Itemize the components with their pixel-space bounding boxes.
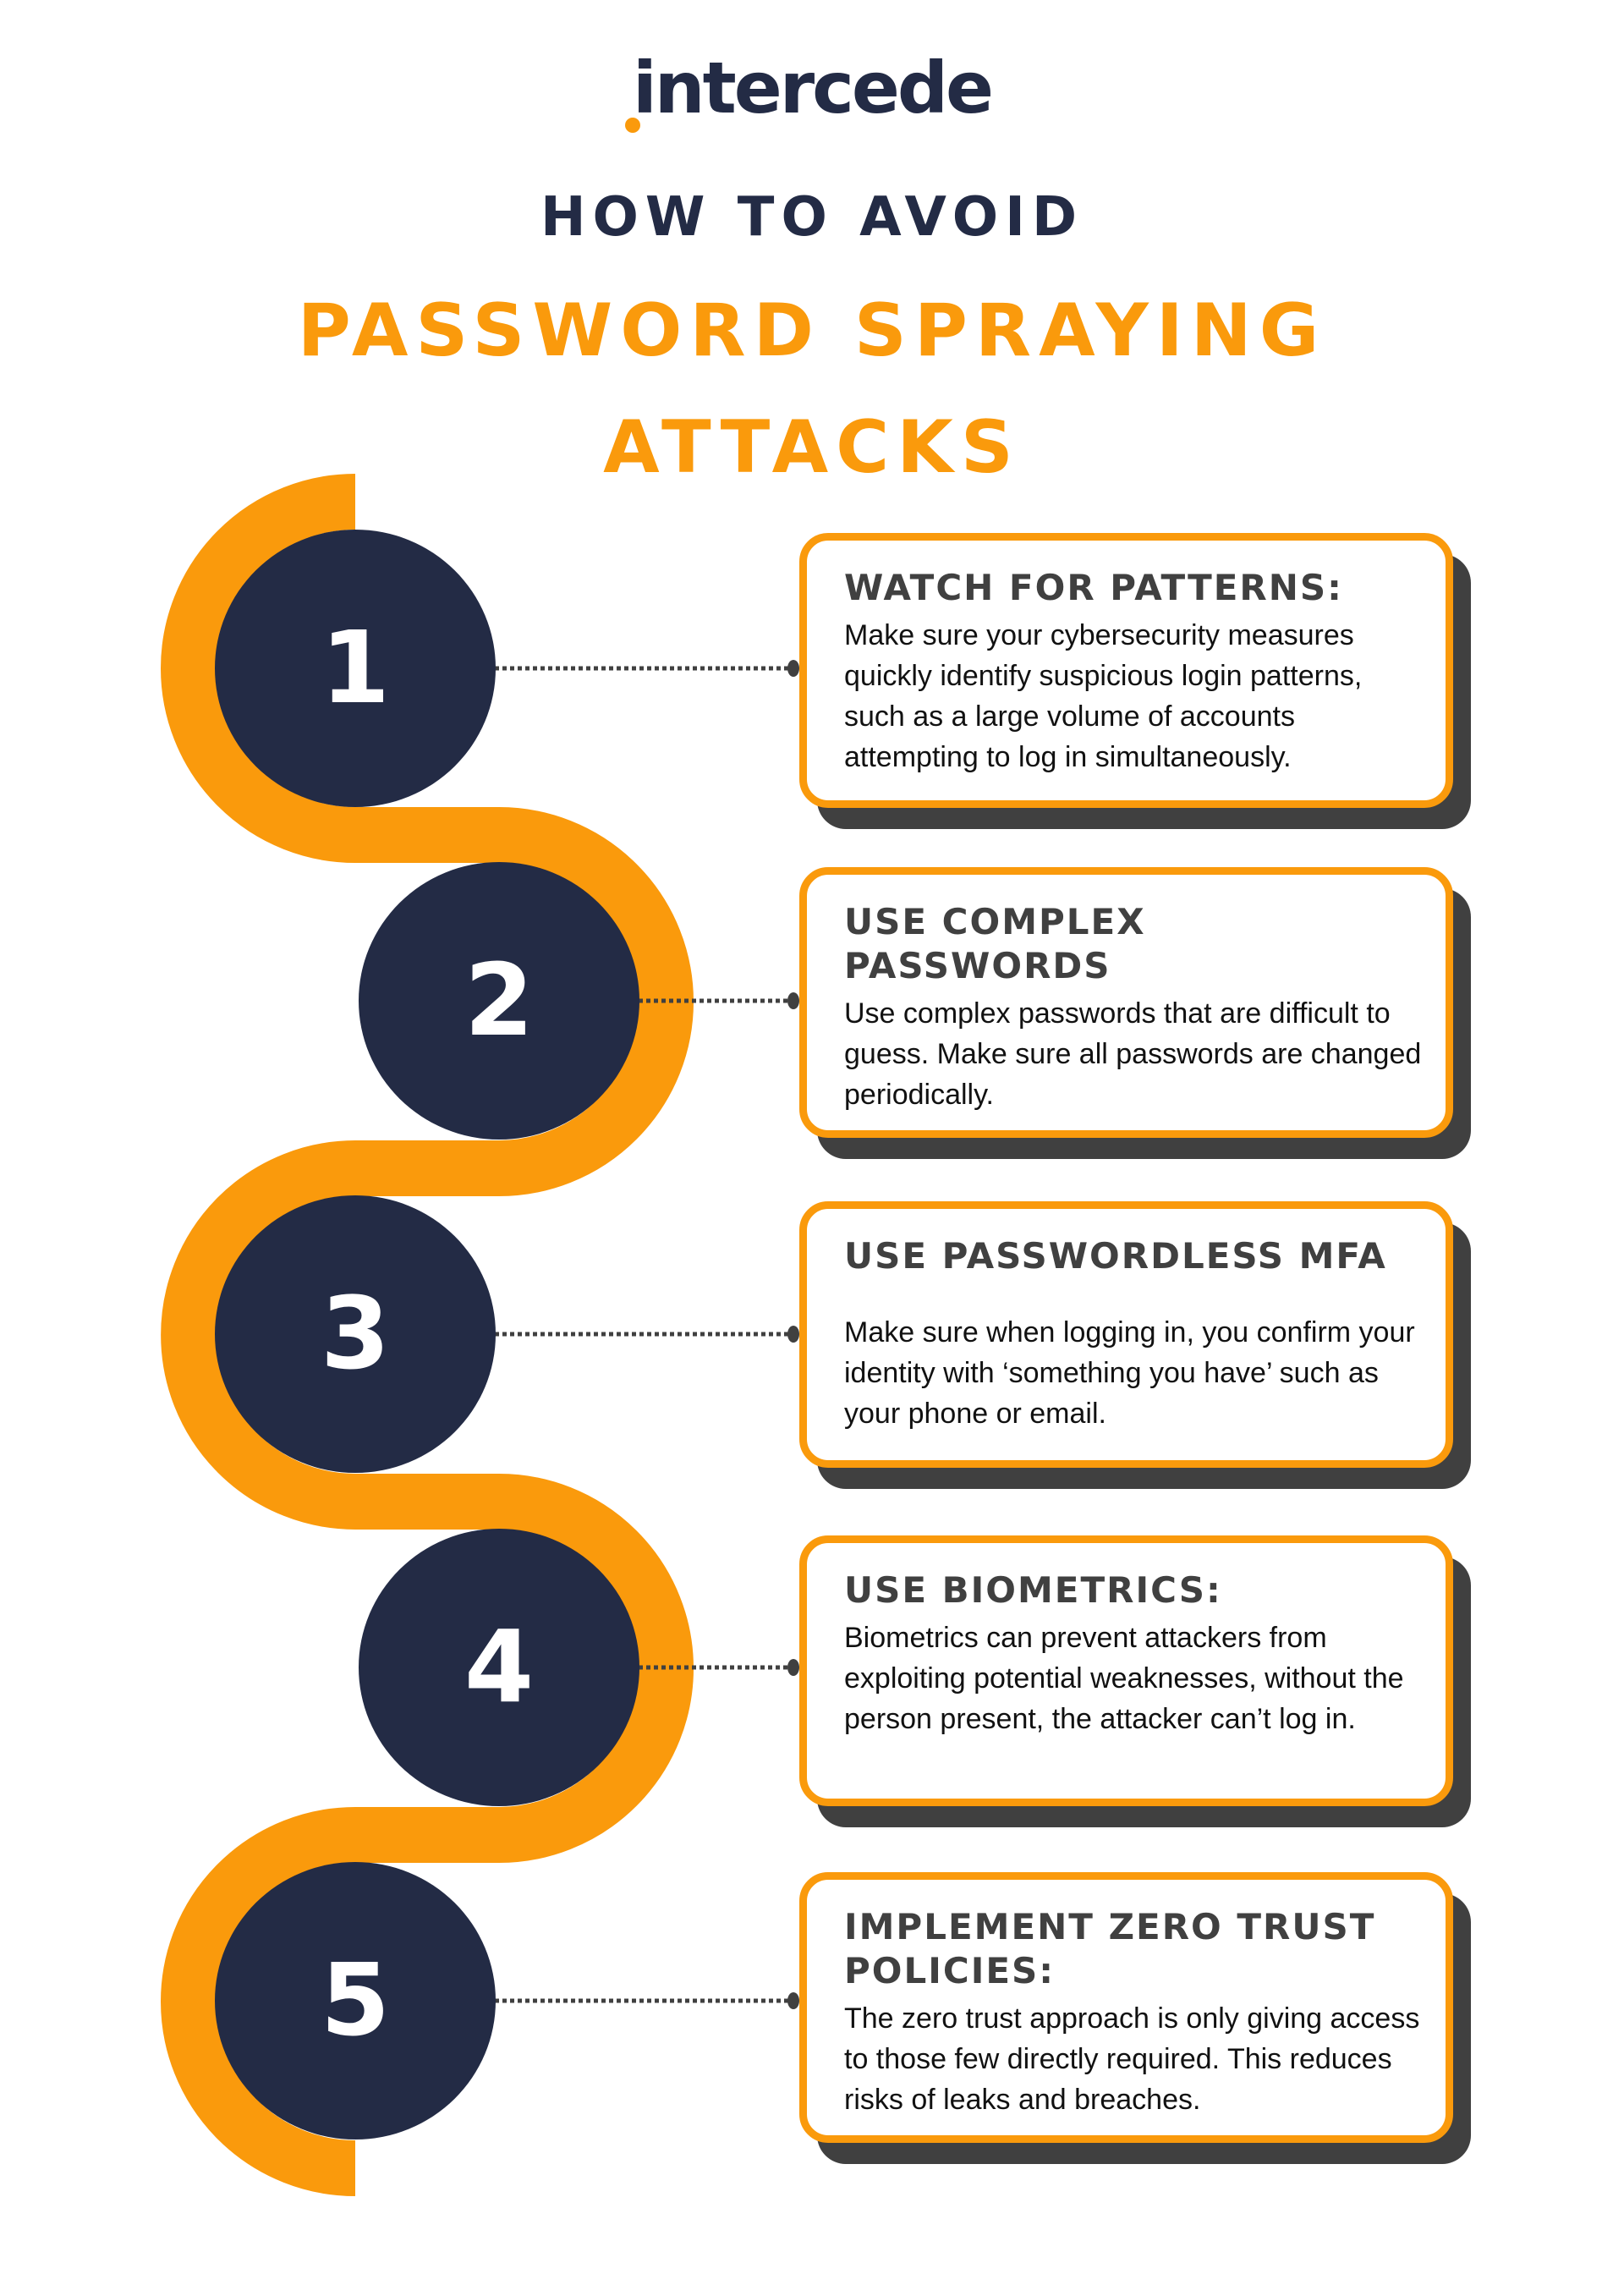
- logo-text: intercede: [632, 47, 994, 129]
- connector-dot-4: [787, 1659, 799, 1676]
- step-number-2: 2: [464, 942, 535, 1058]
- step-number-5: 5: [320, 1942, 391, 2058]
- step-card-3: USE PASSWORDLESS MFA Make sure when logg…: [799, 1201, 1453, 1468]
- connector-dot-3: [787, 1326, 799, 1343]
- connector-lines: [495, 666, 793, 2003]
- step-title-1: WATCH FOR PATTERNS:: [844, 567, 1343, 608]
- step-card-5: IMPLEMENT ZERO TRUST POLICIES: The zero …: [799, 1872, 1453, 2143]
- connector-dot-5: [787, 1992, 799, 2009]
- step-title-2: USE COMPLEX PASSWORDS: [844, 901, 1146, 986]
- step-card-4: USE BIOMETRICS: Biometrics can prevent a…: [799, 1535, 1453, 1806]
- connector-dot-1: [787, 660, 799, 677]
- title-line-1: PASSWORD SPRAYING: [297, 288, 1327, 373]
- step-circle-2: [359, 862, 639, 1140]
- connector-dots: [787, 660, 799, 2009]
- step-circle-5: [215, 1862, 496, 2139]
- step-circle-4: [359, 1529, 639, 1806]
- step-title-4: USE BIOMETRICS:: [844, 1569, 1222, 1611]
- title-line-2: ATTACKS: [603, 405, 1021, 490]
- title-kicker: HOW TO AVOID: [540, 186, 1084, 249]
- connector-dot-2: [787, 992, 799, 1009]
- step-card-1: WATCH FOR PATTERNS: Make sure your cyber…: [799, 533, 1453, 808]
- step-circle-1: [215, 530, 496, 807]
- step-body-4: Biometrics can prevent attackers from ex…: [844, 1622, 1404, 1735]
- step-number-1: 1: [320, 609, 391, 726]
- step-title-5: IMPLEMENT ZERO TRUST POLICIES:: [844, 1906, 1376, 1991]
- orange-serpentine-band: [161, 474, 694, 2196]
- step-body-1: Make sure your cybersecurity measures qu…: [844, 619, 1363, 773]
- step-number-4: 4: [464, 1608, 535, 1725]
- intercede-logo: intercede: [0, 52, 1624, 133]
- step-body-3: Make sure when logging in, you confirm y…: [844, 1316, 1415, 1430]
- step-circle-3: [215, 1195, 496, 1473]
- step-card-2: USE COMPLEX PASSWORDS Use complex passwo…: [799, 867, 1453, 1138]
- step-title-3: USE PASSWORDLESS MFA: [844, 1235, 1387, 1277]
- step-body-2: Use complex passwords that are difficult…: [844, 997, 1422, 1111]
- step-body-5: The zero trust approach is only giving a…: [844, 2002, 1420, 2116]
- step-number-3: 3: [320, 1275, 391, 1392]
